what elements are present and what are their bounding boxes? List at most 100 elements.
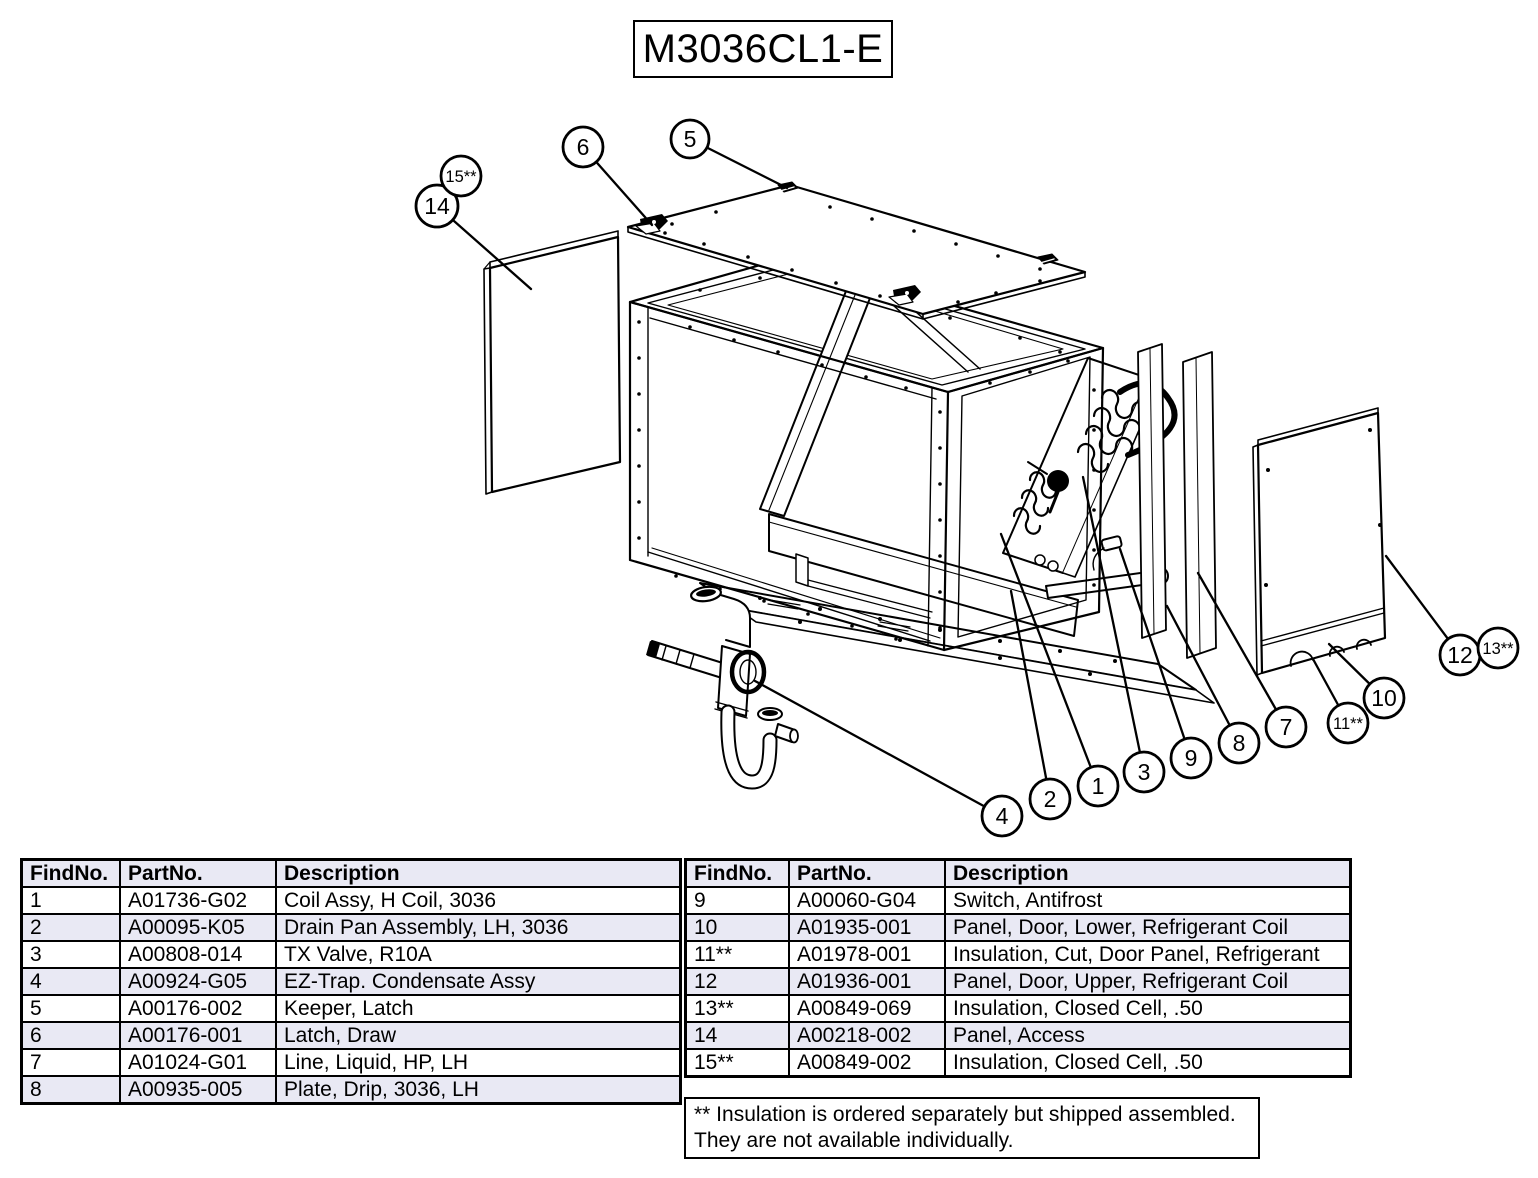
- table-header-cell: FindNo.: [684, 858, 790, 888]
- drain-pan: [651, 513, 1079, 639]
- callout-label-2: 2: [1044, 786, 1057, 812]
- callout-leader-8: [1165, 604, 1241, 745]
- table-header-cell: FindNo.: [20, 858, 121, 888]
- table-cell: 12: [684, 967, 790, 996]
- table-cell: A00924-G05: [119, 967, 277, 996]
- callout-leader-7: [1196, 571, 1288, 729]
- table-cell: 13**: [684, 994, 790, 1023]
- access-panel: [483, 230, 622, 495]
- table-cell: 7: [20, 1048, 121, 1077]
- table-cell: Panel, Door, Lower, Refrigerant Coil: [944, 913, 1352, 942]
- antifrost-switch: [1092, 535, 1123, 571]
- table-cell: A01936-001: [788, 967, 946, 996]
- table-cell: 9: [684, 886, 790, 915]
- table-cell: A00060-G04: [788, 886, 946, 915]
- table-header-cell: PartNo.: [119, 858, 277, 888]
- table-header-cell: Description: [944, 858, 1352, 888]
- model-title-box: M3036CL1-E: [633, 20, 893, 78]
- callout-leader-3: [1081, 475, 1146, 774]
- table-cell: Insulation, Cut, Door Panel, Refrigerant: [944, 940, 1352, 969]
- cabinet-end-frame: [942, 346, 1105, 652]
- callout-circle-7: [1264, 705, 1308, 749]
- callout-circle-14: [414, 183, 460, 229]
- table-cell: 10: [684, 913, 790, 942]
- insulation-note-line2: They are not available individually.: [694, 1129, 1014, 1152]
- door-panel: [1252, 407, 1387, 676]
- callout-circle-9: [1169, 736, 1213, 780]
- table-cell: Insulation, Closed Cell, .50: [944, 994, 1352, 1023]
- table-cell: A00849-002: [788, 1048, 946, 1078]
- table-cell: A01736-G02: [119, 886, 277, 915]
- callout-leader-4: [753, 679, 1004, 818]
- callout-circle-3: [1122, 750, 1166, 794]
- table-cell: A01024-G01: [119, 1048, 277, 1077]
- table-cell: 3: [20, 940, 121, 969]
- table-header-cell: PartNo.: [788, 858, 946, 888]
- table-header-cell: Description: [275, 858, 682, 888]
- callout-circle-5: [669, 118, 711, 160]
- table-cell: 15**: [684, 1048, 790, 1078]
- callout-circle-11**: [1326, 701, 1370, 745]
- latch-keeper-icon-2: [1037, 253, 1059, 265]
- table-header-row: FindNo.PartNo.Description: [20, 858, 682, 888]
- callout-label-1: 1: [1092, 773, 1105, 799]
- callout-circle-10: [1362, 676, 1406, 720]
- callout-label-14: 14: [424, 193, 450, 219]
- table-cell: Panel, Door, Upper, Refrigerant Coil: [944, 967, 1352, 996]
- table-cell: Drain Pan Assembly, LH, 3036: [275, 913, 682, 942]
- table-cell: Insulation, Closed Cell, .50: [944, 1048, 1352, 1078]
- table-cell: 6: [20, 1021, 121, 1050]
- callout-label-6: 6: [577, 134, 590, 160]
- callout-circle-4: [980, 794, 1024, 838]
- callout-label-15**: 15**: [445, 168, 477, 186]
- table-cell: A00095-K05: [119, 913, 277, 942]
- callout-circle-2: [1028, 777, 1072, 821]
- table-cell: Panel, Access: [944, 1021, 1352, 1050]
- table-cell: A00176-001: [119, 1021, 277, 1050]
- table-cell: 14: [684, 1021, 790, 1050]
- table-cell: Latch, Draw: [275, 1021, 682, 1050]
- tx-valve: [1027, 461, 1069, 514]
- model-title: M3036CL1-E: [642, 26, 884, 71]
- callout-label-9: 9: [1185, 745, 1198, 771]
- callout-label-5: 5: [684, 126, 697, 152]
- callout-circle-1: [1076, 764, 1120, 808]
- top-panel: [626, 183, 1087, 320]
- table-cell: A00935-005: [119, 1075, 277, 1105]
- insulation-note: ** Insulation is ordered separately but …: [684, 1097, 1260, 1159]
- table-cell: 5: [20, 994, 121, 1023]
- table-cell: A00808-014: [119, 940, 277, 969]
- table-header-row: FindNo.PartNo.Description: [684, 858, 1352, 888]
- table-cell: Coil Assy, H Coil, 3036: [275, 886, 682, 915]
- callout-label-10: 10: [1371, 685, 1397, 711]
- cabinet-front-frame: [628, 300, 950, 652]
- table-cell: 4: [20, 967, 121, 996]
- callout-label-3: 3: [1138, 759, 1151, 785]
- table-cell: A01978-001: [788, 940, 946, 969]
- callout-label-7: 7: [1280, 714, 1293, 740]
- table-cell: 1: [20, 886, 121, 915]
- callout-circle-13**: [1476, 626, 1520, 670]
- table-cell: 8: [20, 1075, 121, 1105]
- callout-circle-6: [561, 125, 605, 169]
- callout-circle-15**: [439, 154, 483, 198]
- door-panel-divider: [1260, 607, 1385, 647]
- callout-leader-1: [999, 532, 1100, 788]
- insulation-note-line1: ** Insulation is ordered separately but …: [694, 1103, 1236, 1126]
